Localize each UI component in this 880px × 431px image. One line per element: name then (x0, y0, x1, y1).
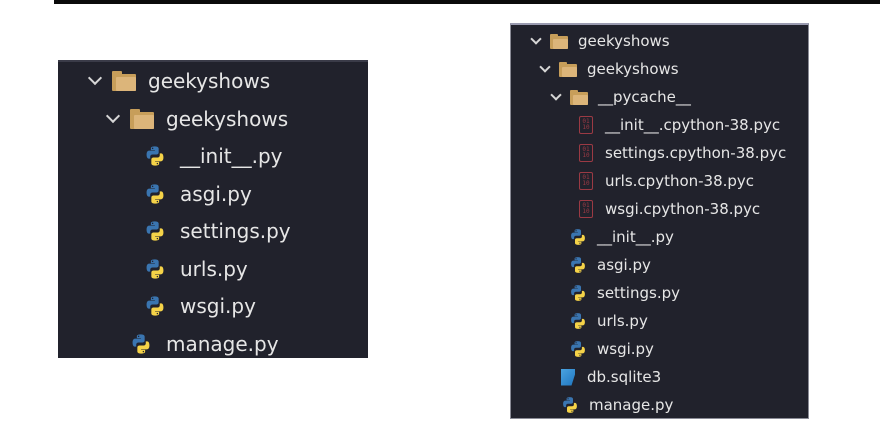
tree-file[interactable]: __init__.py (569, 223, 674, 251)
tree-item-label: wsgi.py (180, 294, 256, 318)
top-rule (54, 0, 880, 4)
tree-folder[interactable]: geekyshows (529, 27, 670, 55)
tree-file[interactable]: __init__.py (144, 137, 283, 175)
tree-item-label: wsgi.py (597, 340, 654, 358)
tree-item-label: settings.cpython-38.pyc (605, 144, 787, 162)
python-icon (569, 284, 587, 302)
tree-item-label: __init__.py (180, 144, 283, 168)
python-icon (144, 258, 166, 280)
explorer-tree-before: geekyshows geekyshows __init__.py asgi.py… (58, 60, 368, 358)
folder-open-icon (550, 33, 568, 49)
python-icon (144, 220, 166, 242)
tree-item-label: manage.py (166, 331, 279, 356)
tree-item-label: urls.py (597, 312, 648, 330)
tree-file[interactable]: wsgi.py (569, 335, 654, 363)
folder-open-icon (559, 61, 577, 77)
tree-file[interactable]: asgi.py (569, 251, 651, 279)
python-icon (569, 340, 587, 358)
tree-item-label: __init__.py (597, 228, 674, 246)
folder-open-icon (112, 71, 136, 91)
chevron-down-icon[interactable] (87, 70, 103, 86)
tree-item-label: db.sqlite3 (587, 368, 662, 386)
python-icon (569, 312, 587, 330)
tree-item-label: asgi.py (597, 256, 651, 274)
chevron-down-icon[interactable] (539, 60, 551, 73)
tree-item-label: settings.py (180, 219, 291, 243)
chevron-down-icon[interactable] (530, 32, 542, 45)
tree-file[interactable]: manage.py (561, 391, 673, 419)
tree-file[interactable]: settings.py (144, 212, 291, 250)
tree-folder[interactable]: geekyshows (538, 55, 679, 83)
tree-file[interactable]: wsgi.py (144, 287, 256, 325)
tree-item-label: geekyshows (587, 60, 679, 78)
tree-file[interactable]: urls.py (144, 250, 248, 288)
tree-file[interactable]: settings.py (569, 279, 680, 307)
database-icon (561, 368, 575, 386)
tree-item-label: urls.py (180, 256, 248, 281)
folder-open-icon (130, 108, 154, 129)
python-icon (130, 333, 152, 355)
tree-item-label: geekyshows (578, 32, 670, 50)
tree-item-label: __pycache__ (598, 88, 691, 106)
chevron-down-icon[interactable] (550, 88, 562, 101)
tree-item-label: geekyshows (148, 69, 271, 93)
tree-item-label: manage.py (589, 396, 674, 414)
tree-folder[interactable]: geekyshows (104, 100, 288, 138)
tree-item-label: urls.cpython-38.pyc (605, 172, 755, 190)
tree-item-label: __init__.cpython-38.pyc (605, 116, 781, 134)
python-icon (144, 145, 166, 167)
tree-file[interactable]: manage.py (130, 325, 279, 363)
tree-folder[interactable]: __pycache__ (549, 83, 691, 111)
folder-open-icon (570, 89, 588, 105)
tree-folder[interactable]: geekyshows (86, 62, 270, 100)
chevron-down-icon[interactable] (105, 108, 121, 123)
tree-item-label: geekyshows (166, 106, 289, 131)
python-icon (569, 256, 587, 274)
python-icon (144, 183, 166, 205)
python-icon (144, 295, 166, 317)
tree-file[interactable]: urls.py (569, 307, 648, 335)
python-icon (561, 396, 579, 414)
tree-item-label: asgi.py (180, 181, 252, 206)
tree-file[interactable]: asgi.py (144, 175, 252, 213)
python-icon (569, 228, 587, 246)
tree-item-label: settings.py (597, 284, 680, 302)
tree-item-label: wsgi.cpython-38.pyc (605, 200, 761, 218)
tree-file[interactable]: db.sqlite3 (561, 363, 661, 391)
